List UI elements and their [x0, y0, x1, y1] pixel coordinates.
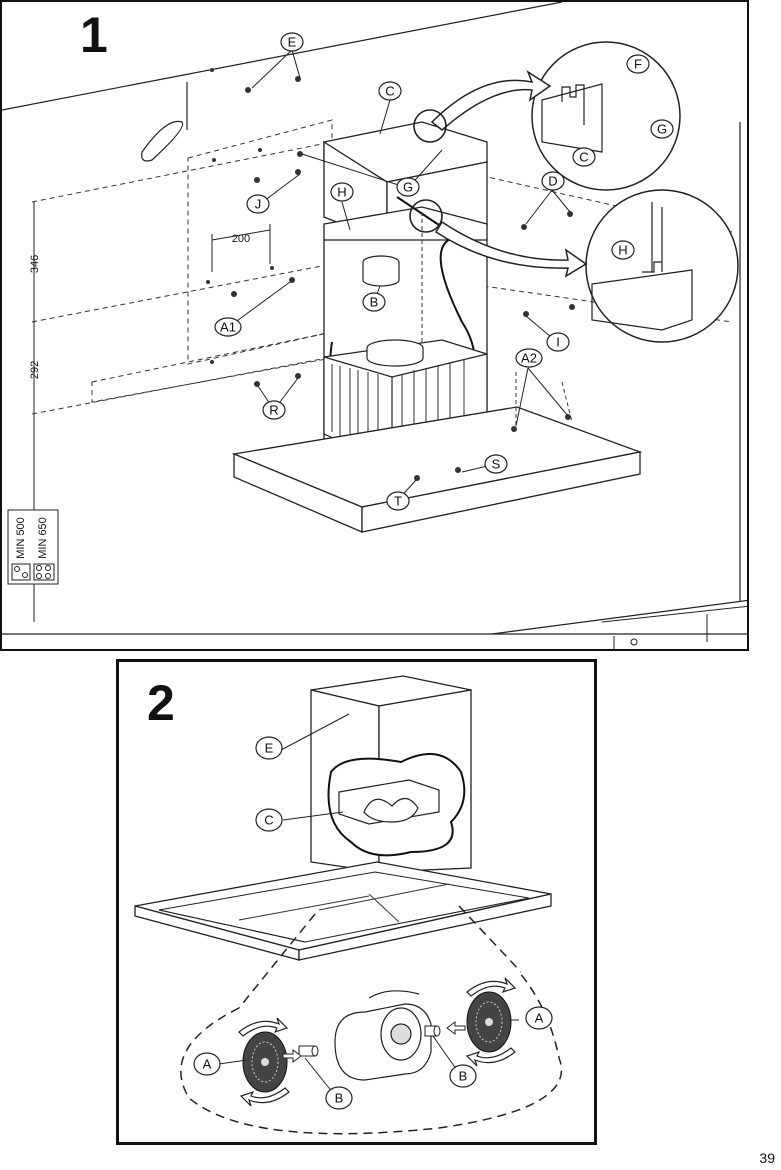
label-i: I: [556, 335, 560, 350]
label-h-detail: H: [618, 243, 627, 258]
label-j: J: [255, 197, 262, 212]
hood-canopy: [134, 861, 552, 961]
motor-outlet-flange: [366, 339, 424, 367]
carbon-filter-left: [242, 1031, 288, 1093]
label-b-center: B: [335, 1091, 344, 1106]
callout-circles: [214, 32, 674, 511]
label-a2: A2: [521, 351, 537, 366]
dimension-346: 346: [29, 255, 41, 273]
motor-unit: [334, 990, 432, 1081]
dimension-200: 200: [232, 233, 250, 245]
label-c-detail: C: [579, 150, 588, 165]
label-e: E: [265, 741, 274, 756]
adapter-b-left: [298, 1045, 319, 1057]
carbon-filter-right: [466, 991, 512, 1053]
step-1-panel: 200 346 292 MIN 500 MIN 650: [0, 0, 749, 651]
label-c: C: [264, 813, 273, 828]
label-c: C: [385, 84, 394, 99]
min-500-label: MIN 500: [15, 517, 27, 559]
label-a1: A1: [220, 320, 236, 335]
wall-lines: [2, 2, 747, 635]
callout-circles: [193, 736, 553, 1110]
label-e: E: [288, 35, 297, 50]
label-r: R: [269, 403, 278, 418]
detail-circle-2: [585, 189, 739, 343]
adapter-b-right: [424, 1025, 441, 1037]
step-number: 1: [80, 7, 108, 63]
detail-arrows: [430, 70, 588, 278]
step-1-illustration: 200 346 292 MIN 500 MIN 650: [2, 2, 747, 649]
label-f: F: [634, 57, 642, 72]
detail-zoom-outline: [180, 905, 563, 1135]
filter-panels: [238, 883, 450, 923]
dimension-292: 292: [29, 361, 41, 379]
label-a-right: A: [535, 1011, 544, 1026]
label-h: H: [337, 185, 346, 200]
label-a-left: A: [203, 1057, 212, 1072]
label-b: B: [370, 295, 379, 310]
dimension-lines: [33, 202, 271, 622]
screw-guides: [421, 212, 573, 427]
label-t: T: [394, 494, 402, 509]
flange-b: [362, 255, 400, 287]
step-2-illustration: E C A A B B: [134, 675, 563, 1135]
hood-canopy: [231, 406, 643, 533]
label-s: S: [492, 457, 501, 472]
step-2-panel: E C A A B B 2: [116, 659, 597, 1145]
motor-inside: [338, 779, 440, 825]
min-650-label: MIN 650: [37, 517, 49, 559]
screws: [206, 68, 575, 481]
wall-fixing-slot: [141, 82, 188, 162]
label-g-detail: G: [657, 122, 667, 137]
min-distance-box: [7, 509, 59, 585]
rotation-arrows: [238, 977, 517, 1107]
insertion-arrows: [282, 1021, 466, 1063]
label-g: G: [403, 180, 413, 195]
detail-circle-1: [531, 41, 681, 191]
label-d: D: [548, 174, 557, 189]
page-number: 39: [759, 1150, 775, 1166]
focus-circles: [409, 109, 447, 233]
wall-cabinet: [601, 605, 747, 649]
label-b-right: B: [459, 1069, 468, 1084]
step-number: 2: [147, 675, 175, 731]
